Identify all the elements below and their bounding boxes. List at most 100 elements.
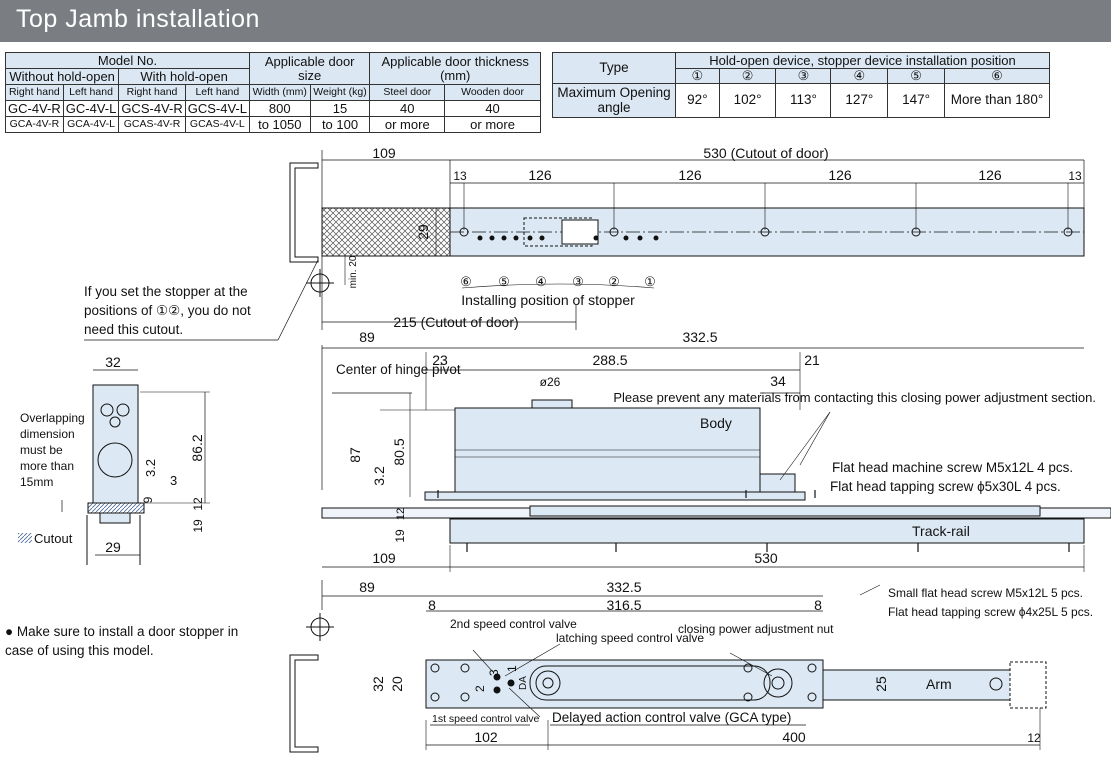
arm-shape [822, 669, 1044, 701]
angle-cell: 92° [675, 83, 720, 118]
stopper-marker: ④ [535, 274, 547, 289]
angle-cell: 147° [887, 83, 945, 118]
valve-2nd-label: 2nd speed control valve [450, 617, 577, 631]
side-view-labels: 89 332.5 23 288.5 21 Center of hinge piv… [336, 329, 1096, 619]
cell: or more [444, 116, 541, 133]
header-door-size: Applicable door size [248, 52, 371, 85]
dim-32: 32 [370, 676, 386, 692]
row-label-max-angle: Maximum Opening angle [552, 83, 676, 118]
track-rail-side [449, 518, 1085, 544]
dim-316-5: 316.5 [606, 597, 641, 613]
dim-23: 23 [432, 352, 448, 368]
screw-5x30: Flat head tapping screw ϕ5x30L 4 pcs. [830, 479, 1061, 494]
stopper-cutout-note: If you set the stopper at the positions … [84, 284, 251, 337]
dim-126: 126 [678, 167, 702, 183]
frame-section-top [289, 162, 319, 263]
overlap-note: Overlapping dimension must be more than … [20, 411, 85, 489]
dim-12: 12 [395, 508, 407, 520]
stopper-marker: ① [644, 274, 656, 289]
position-2: ② [718, 68, 777, 84]
page-title: Top Jamb installation [16, 5, 260, 33]
dim-332-5: 332.5 [606, 579, 641, 595]
closing-nut-label: closing power adjustment nut [678, 622, 834, 636]
installing-position-label: Installing position of stopper [461, 292, 635, 308]
header-installation-position: Hold-open device, stopper device install… [675, 52, 1050, 69]
cell: to 100 [309, 116, 371, 133]
dim-12: 12 [191, 497, 205, 511]
dim-332-5: 332.5 [682, 329, 717, 345]
dim-126: 126 [978, 167, 1002, 183]
angle-cell: 127° [830, 83, 889, 118]
dim-21: 21 [804, 352, 820, 368]
cutout-hatch [321, 207, 451, 257]
section-detail [18, 369, 210, 565]
cell: GCAS-4V-L [184, 116, 250, 133]
dim-80-5: 80.5 [391, 438, 407, 465]
door-stopper-note: ● Make sure to install a door stopper in… [5, 624, 239, 658]
screw-m5x12: Flat head machine screw M5x12L 4 pcs. [832, 460, 1073, 475]
table-row: Maximum Opening angle 92° 102° 113° 127°… [552, 83, 1050, 118]
angle-cell: 102° [718, 83, 777, 118]
dim-29: 29 [105, 539, 121, 555]
side-view [321, 345, 1111, 596]
header-right-hand: Right hand [118, 84, 186, 101]
dim-102: 102 [474, 729, 498, 745]
cell: to 1050 [248, 116, 311, 133]
valve-number: 2 [473, 685, 487, 692]
dim-min20: min. 20 [348, 255, 359, 288]
bottom-view-labels: 89 332.5 8 316.5 8 2nd speed control val… [359, 579, 1041, 745]
dim-20: 20 [389, 676, 405, 692]
dim-215-cutout: 215 (Cutout of door) [393, 314, 518, 330]
header-without-hold-open: Without hold-open [4, 68, 120, 85]
dim-87: 87 [347, 447, 363, 463]
dim-34: 34 [770, 373, 786, 389]
section-body [92, 384, 139, 504]
top-view-dimensions: 109 530 (Cutout of door) 13 126 126 126 … [348, 145, 1082, 330]
header-steel-door: Steel door [369, 84, 446, 101]
stopper-position-markers: ⑥ ⑤ ④ ③ ② ① [460, 274, 656, 289]
stopper-marker: ③ [572, 274, 584, 289]
dim-25: 25 [873, 676, 889, 692]
stopper-marker: ⑥ [460, 274, 472, 289]
bottom-view [289, 580, 1047, 753]
dim-19: 19 [191, 519, 205, 533]
delayed-action-label: Delayed action control valve (GCA type) [552, 710, 791, 725]
cutout-legend-label: Cutout [34, 531, 73, 546]
dim-3: 3 [170, 473, 177, 488]
valve-number: 1 [505, 665, 519, 672]
table-row: GCA-4V-R GCA-4V-L GCAS-4V-R GCAS-4V-L to… [5, 116, 541, 133]
screw-small-m5x12: Small flat head screw M5x12L 5 pcs. [888, 586, 1083, 600]
title-bar: Top Jamb installation [0, 0, 1111, 42]
dim-13: 13 [1068, 169, 1082, 183]
stopper-marker: ② [608, 274, 620, 289]
cell: GCS-4V-R [118, 100, 186, 117]
dim-400: 400 [782, 729, 806, 745]
frame-section-bottom [289, 654, 319, 753]
cell: 15 [309, 100, 371, 117]
dim-32: 32 [105, 354, 121, 370]
cell: GCS-4V-L [184, 100, 250, 117]
dim-26: ø26 [540, 375, 561, 389]
dim-288-5: 288.5 [592, 352, 627, 368]
header-door-thickness: Applicable door thickness (mm) [369, 52, 541, 85]
screw-4x25: Flat head tapping screw ϕ4x25L 5 pcs. [888, 605, 1093, 619]
prevent-note: Please prevent any materials from contac… [613, 390, 1096, 405]
header-weight: Weight (kg) [309, 84, 371, 101]
dim-109: 109 [372, 550, 396, 566]
dim-126: 126 [528, 167, 552, 183]
dim-3-2: 3.2 [371, 466, 387, 486]
table-row: GC-4V-R GC-4V-L GCS-4V-R GCS-4V-L 800 15… [5, 100, 541, 117]
dim-8: 8 [428, 597, 436, 613]
dim-29: 29 [415, 224, 431, 240]
position-4: ④ [830, 68, 889, 84]
door-stopper-text: Make sure to install a door stopper in c… [5, 624, 239, 658]
valve-number: DA [518, 676, 529, 690]
dim-530: 530 [754, 550, 778, 566]
valve-1st-label: 1st speed control valve [432, 713, 540, 725]
model-table: Model No. Applicable door size Applicabl… [4, 52, 541, 133]
position-table: Type Hold-open device, stopper device in… [552, 52, 1050, 118]
stopper-marker: ⑤ [498, 274, 510, 289]
dim-126: 126 [828, 167, 852, 183]
dim-3-2: 3.2 [143, 459, 158, 477]
